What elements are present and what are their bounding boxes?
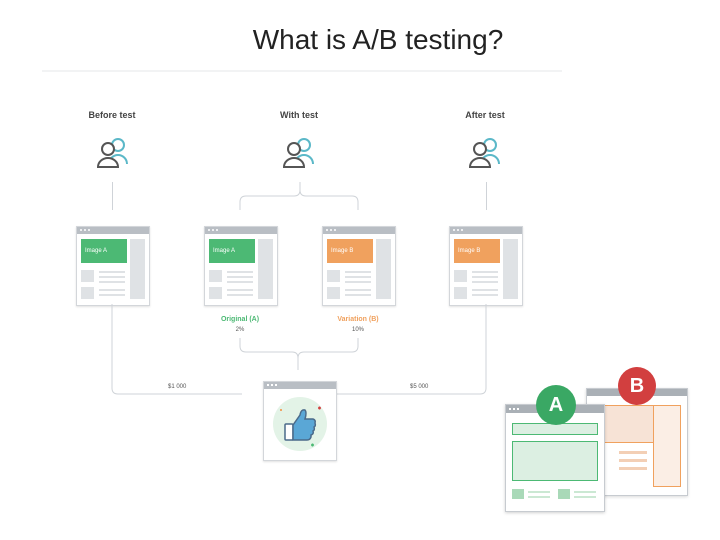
image-placeholder-icon <box>558 489 570 499</box>
image-placeholder-icon <box>327 270 340 282</box>
text-line <box>528 491 550 493</box>
text-line <box>99 281 125 283</box>
sidebar-block <box>258 239 273 299</box>
text-line <box>472 271 498 273</box>
text-line <box>345 271 371 273</box>
thumbs-up-icon <box>273 397 327 451</box>
slide-title: What is A/B testing? <box>252 24 504 55</box>
image-placeholder-icon <box>454 287 467 299</box>
stage-label-with: With test <box>280 110 318 120</box>
variant-a-badge: A <box>536 385 576 425</box>
text-line <box>345 281 371 283</box>
users-icon-with <box>282 138 314 168</box>
page-mockup-variation: Image B <box>322 226 396 306</box>
stage-label-after: After test <box>465 110 505 120</box>
text-line <box>472 281 498 283</box>
image-placeholder-icon <box>327 287 340 299</box>
text-line <box>574 491 596 493</box>
text-line <box>345 294 371 296</box>
sidebar-block <box>503 239 518 299</box>
text-line <box>227 281 253 283</box>
connector-after-top <box>486 182 487 210</box>
text-line <box>227 289 253 291</box>
page-mockup-after: Image B <box>449 226 523 306</box>
image-placeholder-icon <box>209 270 222 282</box>
variant-b-badge: B <box>618 367 656 405</box>
text-line <box>472 289 498 291</box>
text-line <box>99 276 125 278</box>
hero-image-b: Image B <box>454 239 500 263</box>
window-bar <box>450 227 522 234</box>
text-line <box>574 496 596 498</box>
original-label: Original (A) <box>220 316 260 323</box>
text-line <box>345 289 371 291</box>
text-line <box>227 271 253 273</box>
image-placeholder-icon <box>81 287 94 299</box>
hero-image-a: Image A <box>209 239 255 263</box>
merge-connectors <box>111 304 487 395</box>
original-rate: 2% <box>235 327 245 333</box>
text-line <box>345 276 371 278</box>
text-line <box>227 294 253 296</box>
page-mockup-original: Image A <box>204 226 278 306</box>
window-bar <box>264 382 336 389</box>
text-line <box>99 289 125 291</box>
variation-rate: 10% <box>351 327 364 333</box>
hero-image-a: Image A <box>81 239 127 263</box>
users-icon-before <box>96 138 128 168</box>
text-line <box>619 467 647 470</box>
split-bracket <box>239 182 359 210</box>
result-panel <box>263 381 337 461</box>
text-line <box>528 496 550 498</box>
text-line <box>619 459 647 462</box>
illustration-frame <box>42 70 562 72</box>
text-line <box>99 271 125 273</box>
connector-before-top <box>112 182 113 210</box>
image-placeholder-icon <box>209 287 222 299</box>
hero-block <box>512 441 598 481</box>
sidebar-block <box>130 239 145 299</box>
image-placeholder-icon <box>512 489 524 499</box>
window-bar <box>77 227 149 234</box>
hero-block <box>599 405 661 443</box>
sidebar-block <box>376 239 391 299</box>
revenue-before: $1 000 <box>168 384 187 390</box>
window-bar <box>205 227 277 234</box>
text-line <box>99 294 125 296</box>
sidebar-block <box>653 405 681 487</box>
users-icon-after <box>468 138 500 168</box>
image-placeholder-icon <box>81 270 94 282</box>
revenue-after: $5 000 <box>410 384 429 390</box>
text-line <box>619 451 647 454</box>
stage-label-before: Before test <box>88 110 136 120</box>
text-line <box>472 294 498 296</box>
page-mockup-before: Image A <box>76 226 150 306</box>
text-line <box>227 276 253 278</box>
hero-image-b: Image B <box>327 239 373 263</box>
variation-label: Variation (B) <box>337 316 379 323</box>
text-line <box>472 276 498 278</box>
image-placeholder-icon <box>454 270 467 282</box>
window-bar <box>323 227 395 234</box>
